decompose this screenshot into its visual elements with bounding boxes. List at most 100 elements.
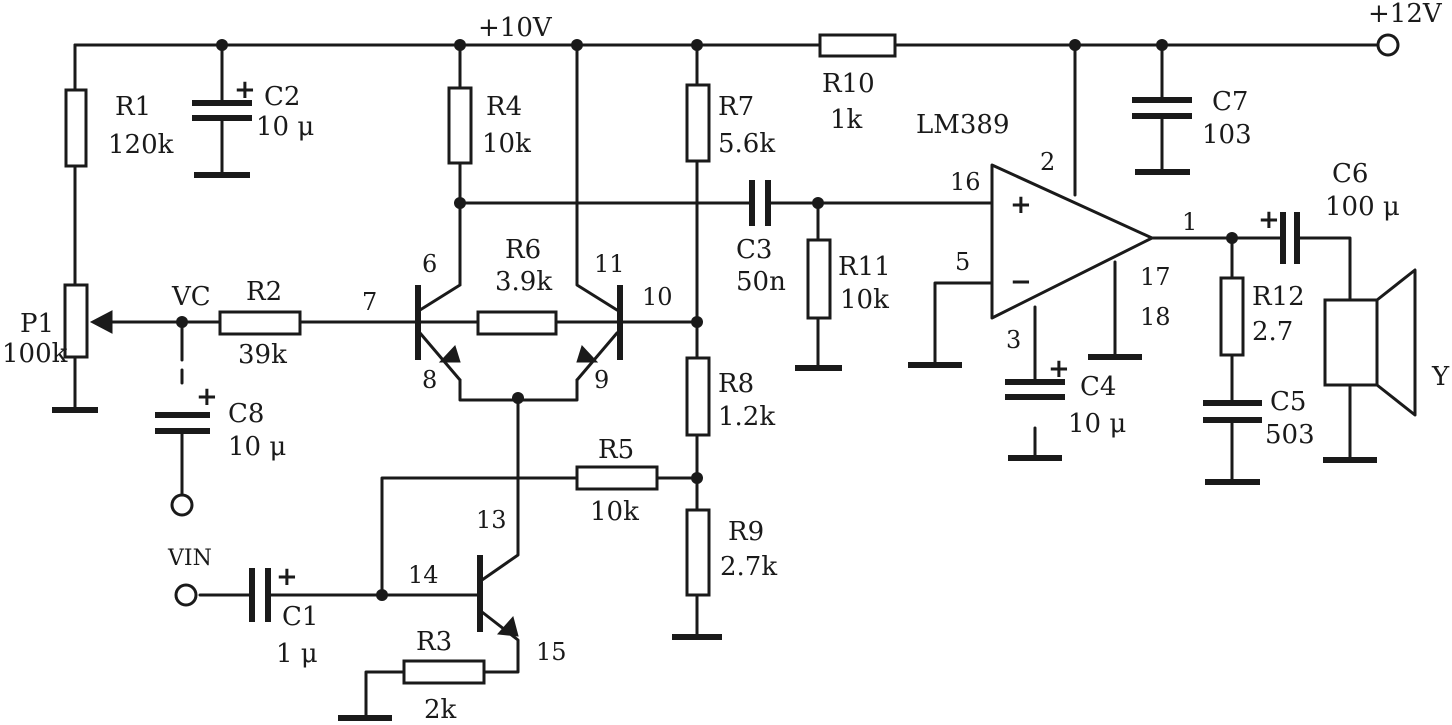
transistor-pin-15: 15 (536, 638, 567, 666)
resistor-r10 (818, 33, 897, 58)
resistor-r1 (64, 88, 88, 168)
polarity-plus: + (1048, 354, 1070, 384)
r6-value: 3.9k (495, 267, 552, 297)
vc-input-terminal (170, 493, 194, 517)
resistor-r11 (806, 238, 832, 320)
junction-dot (1226, 232, 1238, 244)
c6-value: 100 μ (1325, 192, 1400, 222)
r2-value: 39k (238, 340, 287, 370)
junction-dot (1069, 39, 1081, 51)
resistor-r7 (685, 83, 711, 163)
r12-name: R12 (1252, 282, 1305, 312)
junction-dot (691, 472, 703, 484)
capacitor-c4 (1005, 379, 1065, 400)
junction-dot (512, 392, 524, 404)
wiper-arrow-icon (89, 310, 113, 334)
capacitors (155, 97, 1300, 622)
r3-value: 2k (424, 695, 457, 725)
transistor-pin-14: 14 (408, 561, 439, 589)
ic-pin-3: 3 (1006, 326, 1021, 354)
r7-name: R7 (718, 92, 754, 122)
supply-terminal (1376, 33, 1400, 57)
resistor-r2 (218, 310, 302, 336)
junction-dot (216, 39, 228, 51)
emitter-arrow-icon (438, 345, 461, 363)
r9-value: 2.7k (720, 552, 777, 582)
transistor-pin-6: 6 (422, 250, 437, 278)
transistor-pin-11: 11 (594, 250, 625, 278)
r10-value: 1k (830, 105, 863, 135)
junction-dot (691, 316, 703, 328)
c2-name: C2 (264, 82, 300, 112)
capacitor-c7 (1132, 97, 1192, 119)
junction-dots (176, 39, 1238, 601)
resistors (63, 33, 1245, 685)
supply-12v-label: +12V (1368, 0, 1443, 29)
c7-value: 103 (1202, 120, 1252, 150)
r2-name: R2 (246, 277, 282, 307)
polarity-plus: + (1258, 205, 1280, 235)
junction-dot (691, 39, 703, 51)
c8-name: C8 (228, 399, 264, 429)
p1-value: 100k (2, 339, 68, 369)
junction-dot (454, 197, 466, 209)
r7-value: 5.6k (718, 129, 775, 159)
vin-input-terminal (174, 583, 198, 607)
polarity-plus: + (234, 75, 256, 105)
r4-value: 10k (482, 129, 531, 159)
c3-value: 50n (736, 267, 786, 297)
r11-value: 10k (840, 285, 889, 315)
polarity-plus: + (196, 382, 218, 412)
junction-dot (176, 316, 188, 328)
capacitor-c2 (192, 100, 252, 121)
vc-label: VC (171, 282, 211, 312)
c8-value: 10 μ (228, 432, 286, 462)
c1-name: C1 (282, 602, 318, 632)
r1-name: R1 (115, 92, 151, 122)
supply-10v-label: +10V (478, 13, 553, 43)
resistor-r8 (685, 356, 711, 437)
speaker-icon (1323, 268, 1417, 417)
r9-name: R9 (728, 517, 764, 547)
resistor-r4 (447, 86, 473, 165)
r6-name: R6 (505, 235, 541, 265)
r5-value: 10k (590, 497, 639, 527)
r8-value: 1.2k (718, 402, 775, 432)
r10-name: R10 (822, 69, 875, 99)
transistor-q1-emitter (418, 331, 462, 382)
emitter-arrow-icon (576, 345, 599, 363)
polarity-plus: + (276, 562, 298, 592)
ic-pin-2: 2 (1040, 148, 1055, 176)
ic-pin-18: 18 (1140, 303, 1171, 331)
opamp-plus-input: + (1010, 190, 1032, 220)
r12-value: 2.7 (1252, 317, 1293, 347)
speaker-label: Y (1431, 362, 1450, 392)
junction-dot (454, 39, 466, 51)
transistor-pin-13: 13 (476, 506, 507, 534)
junction-dot (376, 589, 388, 601)
p1-name: P1 (20, 309, 54, 339)
capacitor-c6 (1280, 212, 1300, 264)
pin-numbers: 16 2 5 1 17 18 3 6 7 8 9 10 11 13 14 15 (362, 148, 1197, 666)
transistor-pin-7: 7 (362, 288, 377, 316)
resistor-r6 (476, 310, 558, 336)
c7-name: C7 (1212, 87, 1248, 117)
emitter-arrow-icon (496, 615, 519, 637)
ic-pin-16: 16 (950, 168, 981, 196)
c4-value: 10 μ (1068, 409, 1126, 439)
terminals (170, 33, 1400, 607)
resistor-r9 (685, 508, 711, 597)
capacitor-c3 (749, 180, 771, 226)
c4-name: C4 (1080, 372, 1116, 402)
c3-name: C3 (736, 235, 772, 265)
capacitor-c1 (249, 568, 271, 622)
c6-name: C6 (1332, 159, 1368, 189)
grounds (52, 169, 1377, 721)
c2-value: 10 μ (256, 112, 314, 142)
transistor-q2-emitter (575, 331, 619, 382)
opamp-minus-input: − (1010, 267, 1032, 297)
junction-dot (571, 39, 583, 51)
r3-name: R3 (416, 627, 452, 657)
